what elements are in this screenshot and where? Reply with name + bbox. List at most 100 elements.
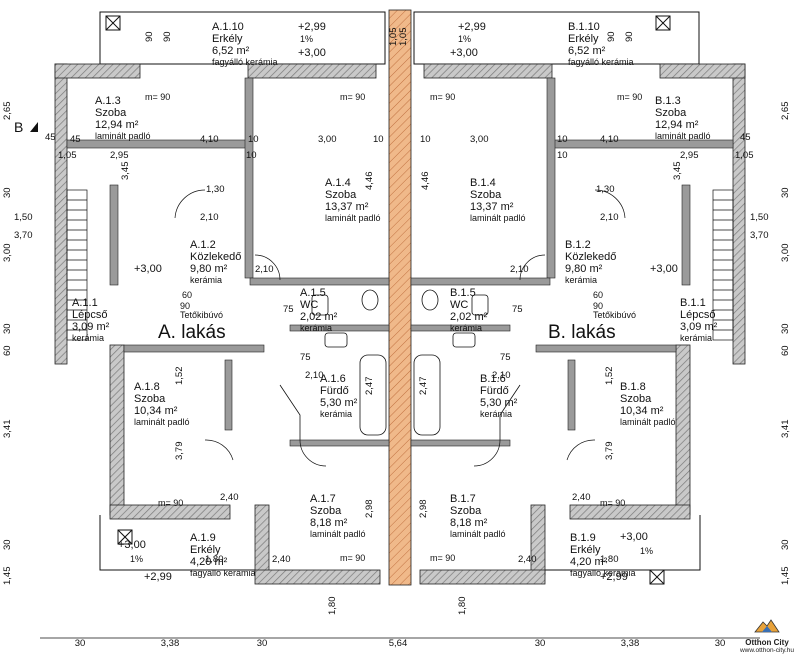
- dim-interior: 2,40: [518, 554, 537, 565]
- dim-interior: 45: [45, 132, 56, 143]
- dim-right: 2,65: [780, 102, 791, 121]
- room-floor: laminált padló: [134, 417, 190, 427]
- slope-label: 1%: [458, 34, 471, 44]
- logo-url: www.otthon-city.hu: [739, 647, 795, 654]
- room-name: Lépcső: [72, 309, 107, 321]
- dim-interior: 3,79: [604, 442, 615, 461]
- logo: Otthon City www.otthon-city.hu: [738, 617, 796, 654]
- room-area: 12,94 m²: [655, 119, 699, 131]
- room-floor: kerámia: [680, 333, 712, 343]
- dim-interior: 75: [512, 304, 523, 315]
- room-floor: kerámia: [72, 333, 104, 343]
- apartment-a-label: A. lakás: [158, 322, 226, 343]
- dim-interior: 2,40: [272, 554, 291, 565]
- dim-left: 30: [2, 187, 13, 198]
- room-name: Közlekedő: [565, 251, 616, 263]
- dim-left: 30: [2, 323, 13, 334]
- logo-icon: [754, 619, 780, 633]
- dim-interior: 1,05: [388, 28, 399, 47]
- room-name: Erkély: [568, 33, 599, 45]
- dim-left: 1,45: [2, 567, 13, 586]
- room-id: A.1.5: [300, 287, 326, 299]
- slope-label: 1%: [130, 554, 143, 564]
- room-floor: laminált padló: [470, 213, 526, 223]
- room-id: B.1.1: [680, 297, 706, 309]
- dim-interior: 1,80: [327, 597, 338, 616]
- note-label: 60: [182, 290, 192, 300]
- dim-interior: 45: [70, 134, 81, 145]
- dim-bottom: 30: [75, 638, 86, 649]
- dim-right: 30: [780, 187, 791, 198]
- dim-interior: 45: [740, 132, 751, 143]
- room-id: A.1.4: [325, 177, 351, 189]
- dim-interior: 2,10: [492, 370, 511, 381]
- dim-left: 2,65: [2, 102, 13, 121]
- room-area: 13,37 m²: [325, 201, 369, 213]
- room-name: Szoba: [450, 505, 482, 517]
- dimension-labels: +2,99+3,00+2,99+3,00+3,00+3,00+3,00+2,99…: [2, 21, 791, 649]
- height-label: m= 90: [340, 553, 365, 563]
- height-label: m= 90: [617, 92, 642, 102]
- room-floor: kerámia: [450, 323, 482, 333]
- dim-interior: 4,10: [200, 134, 219, 145]
- dim-interior: 10: [373, 134, 384, 145]
- room-id: A.1.8: [134, 381, 160, 393]
- dim-interior: 1,80: [457, 597, 468, 616]
- room-id: B.1.9: [570, 532, 596, 544]
- room-id: B.1.6: [480, 373, 506, 385]
- level-label: +3,00: [298, 47, 326, 59]
- dim-right: 1,50: [750, 212, 769, 223]
- room-id: B.1.4: [470, 177, 496, 189]
- dim-interior: 2,10: [305, 370, 324, 381]
- room-floor: kerámia: [190, 275, 222, 285]
- room-area: 10,34 m²: [620, 405, 664, 417]
- dim-interior: 10: [557, 150, 568, 161]
- room-id: A.1.7: [310, 493, 336, 505]
- room-name: Szoba: [310, 505, 342, 517]
- level-label: +2,99: [600, 571, 628, 583]
- dim-bottom: 3,38: [161, 638, 180, 649]
- room-floor: kerámia: [320, 409, 352, 419]
- dim-bottom: 30: [535, 638, 546, 649]
- dim-bottom: 3,38: [621, 638, 640, 649]
- dim-interior: 4,10: [600, 134, 619, 145]
- room-floor: fagyálló kerámia: [190, 568, 256, 578]
- dim-interior: 4,46: [420, 172, 431, 191]
- dim-interior: 10: [248, 134, 259, 145]
- room-area: 6,52 m²: [568, 45, 606, 57]
- dim-interior: 75: [500, 352, 511, 363]
- room-id: B.1.7: [450, 493, 476, 505]
- note-label: 90: [180, 301, 190, 311]
- dim-bottom: 5,64: [389, 638, 408, 649]
- dim-interior: 90: [624, 31, 635, 42]
- room-name: Szoba: [620, 393, 652, 405]
- room-area: 3,09 m²: [680, 321, 718, 333]
- room-id: B.1.10: [568, 21, 600, 33]
- room-floor: laminált padló: [655, 131, 711, 141]
- room-id: A.1.9: [190, 532, 216, 544]
- height-label: m= 90: [430, 553, 455, 563]
- room-id: A.1.1: [72, 297, 98, 309]
- dim-right: 30: [780, 539, 791, 550]
- height-label: m= 90: [340, 92, 365, 102]
- room-area: 2,02 m²: [450, 311, 488, 323]
- level-label: +3,00: [650, 263, 678, 275]
- room-name: Szoba: [95, 107, 127, 119]
- room-area: 2,02 m²: [300, 311, 338, 323]
- room-floor: kerámia: [480, 409, 512, 419]
- section-marker-icon: [30, 122, 38, 132]
- room-name: Erkély: [212, 33, 243, 45]
- dim-right: 3,00: [780, 244, 791, 263]
- height-label: m= 90: [600, 498, 625, 508]
- dim-interior: 1,05: [398, 28, 409, 47]
- note-label: Tetőkibúvó: [180, 310, 223, 320]
- room-name: Szoba: [470, 189, 502, 201]
- dim-interior: 1,80: [205, 554, 224, 565]
- room-name: Fürdő: [320, 385, 349, 397]
- level-label: +2,99: [144, 571, 172, 583]
- level-label: +3,00: [118, 539, 146, 551]
- room-id: A.1.3: [95, 95, 121, 107]
- dim-interior: 3,45: [672, 162, 683, 181]
- dim-interior: 2,10: [600, 212, 619, 223]
